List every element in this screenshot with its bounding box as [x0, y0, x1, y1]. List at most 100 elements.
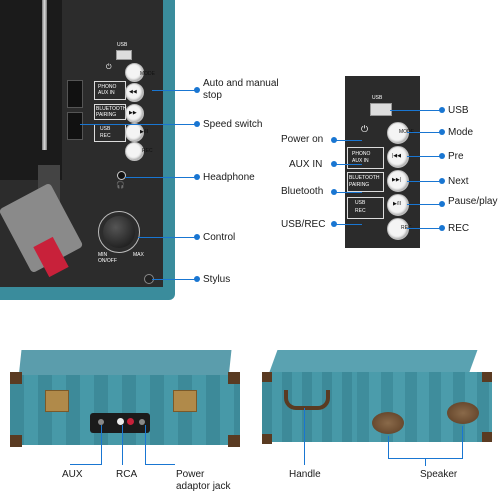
next-button[interactable] [125, 104, 144, 123]
detail-mode-button[interactable] [387, 122, 409, 144]
side-corner-2 [262, 434, 272, 444]
control-callout-line [138, 237, 197, 238]
detail-aux-in-label: AUX IN [352, 158, 369, 164]
detail-next-icon: ▶▶| [392, 177, 401, 183]
pairing-label: PAIRING [96, 112, 117, 118]
rca-callout-line [122, 425, 123, 465]
detail-rec-callout: REC [448, 223, 470, 234]
detail-pause-play-button[interactable] [387, 194, 409, 216]
aux-jack[interactable] [98, 419, 104, 425]
power-jack[interactable] [139, 419, 145, 425]
front-latch-left [45, 390, 69, 412]
speed-switch[interactable] [67, 112, 83, 140]
platter [0, 0, 62, 180]
detail-mode-dot [439, 129, 445, 135]
detail-next-callout: Next [448, 176, 469, 187]
detail-usb-small-label: USB [355, 200, 366, 206]
detail-bluetooth-label: BLUETOOTH [349, 175, 380, 181]
usb-port[interactable] [116, 50, 132, 60]
phono-label: PHONO [98, 84, 117, 90]
mode-button[interactable] [125, 63, 144, 82]
detail-aux-callout: AUX IN [289, 159, 323, 170]
power-callout-label: Power adaptor jack [176, 469, 231, 492]
detail-pre-callout: Pre [448, 151, 464, 162]
rca-callout-label: RCA [116, 469, 138, 480]
detail-pre-dot [439, 153, 445, 159]
detail-mode-label: MODE [399, 129, 414, 135]
detail-usb-line [390, 110, 442, 111]
detail-mode-callout: Mode [448, 127, 474, 138]
speed-callout-line [80, 124, 197, 125]
detail-power-callout: Power on [281, 134, 324, 145]
control-callout-dot [194, 234, 200, 240]
pause-play-button[interactable] [125, 123, 144, 142]
detail-rec-label: REC [401, 225, 412, 231]
detail-pause-callout: Pause/play [448, 196, 498, 207]
side-corner-3 [482, 372, 492, 382]
headphone-jack[interactable] [117, 171, 126, 180]
min-on-off-label: MIN ON/OFF [98, 252, 117, 264]
pause-play-icon: ▶/II [140, 129, 149, 135]
rec-small-label: REC [100, 133, 111, 139]
handle[interactable] [284, 390, 330, 410]
stop-callout-label: Auto and manual stop [203, 78, 279, 101]
side-case [262, 350, 500, 450]
detail-prev-icon: |◀◀ [392, 153, 401, 159]
headphone-icon: 🎧 [116, 182, 125, 189]
detail-rec-line [407, 228, 442, 229]
rca-jack-red[interactable] [127, 418, 134, 425]
detail-rec-button[interactable] [387, 218, 409, 240]
speaker-callout-line-r [462, 426, 463, 458]
detail-usb-label: USB [372, 95, 383, 101]
usb-small-label: USB [100, 126, 111, 132]
detail-power-line [334, 140, 362, 141]
headphone-callout-label: Headphone [203, 172, 255, 183]
rca-jack-white[interactable] [117, 418, 124, 425]
speed-callout-label: Speed switch [203, 119, 263, 130]
power-callout-hline [145, 464, 175, 465]
rec-button-label: REC [142, 148, 153, 154]
bluetooth-label: BLUETOOTH [96, 106, 127, 112]
detail-phono-aux-box [347, 147, 384, 169]
headphone-callout-dot [194, 174, 200, 180]
prev-icon: ◀◀ [129, 89, 137, 95]
detail-pause-dot [439, 201, 445, 207]
detail-pause-play-icon: ▶/II [393, 201, 402, 207]
stop-callout-dot [194, 87, 200, 93]
detail-mode-line [407, 132, 442, 133]
detail-rec-dot [439, 225, 445, 231]
next-icon: ▶▶ [129, 110, 137, 116]
detail-usb-dot [439, 107, 445, 113]
aux-callout-line [101, 425, 102, 465]
stylus-callout-dot [194, 276, 200, 282]
side-corner-4 [482, 432, 492, 442]
stop-switch[interactable] [67, 80, 83, 108]
front-case-lid [18, 350, 232, 378]
control-callout-label: Control [203, 232, 236, 243]
detail-pause-line [407, 204, 442, 205]
stylus-callout-label: Stylus [203, 274, 231, 285]
detail-usbrec-callout: USB/REC [281, 219, 326, 230]
rec-button[interactable] [125, 142, 144, 161]
speed-callout-dot [194, 121, 200, 127]
detail-bluetooth-box [347, 172, 384, 192]
handle-callout-label: Handle [289, 469, 321, 480]
volume-knob[interactable] [103, 216, 135, 248]
turntable-photo: USB ⏻ MODE PHONO AUX IN ◀◀ BLUETOOTH PAI… [0, 0, 175, 300]
speaker-right [447, 402, 479, 424]
side-corner-1 [262, 372, 272, 382]
handle-callout-line [304, 408, 305, 465]
stop-callout-line [152, 90, 197, 91]
detail-usbrec-line [334, 224, 362, 225]
detail-prev-button[interactable] [387, 146, 409, 168]
front-case-corner-bl [10, 435, 22, 447]
power-callout-line [145, 425, 146, 465]
front-case-corner-tr [228, 372, 240, 384]
front-case [10, 350, 240, 450]
front-case-corner-br [228, 435, 240, 447]
detail-usb-port[interactable] [370, 103, 392, 116]
speaker-callout-label: Speaker [420, 469, 458, 480]
prev-button[interactable] [125, 83, 144, 102]
volume-ring [98, 211, 140, 253]
stylus-callout-line [152, 279, 197, 280]
